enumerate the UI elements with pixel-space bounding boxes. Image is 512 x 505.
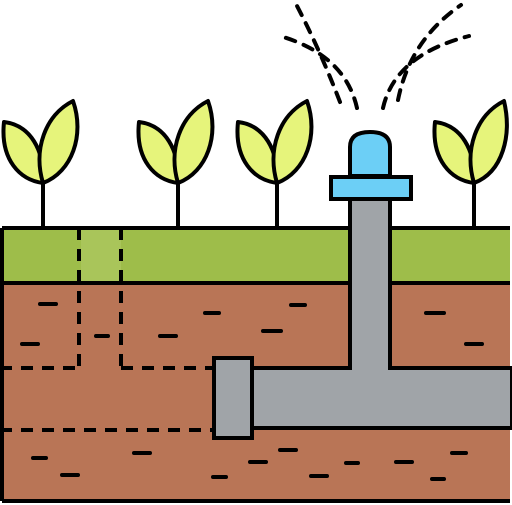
sprinkler-dome (348, 129, 392, 178)
grass-layer (0, 226, 510, 285)
water-spray-icon (278, 2, 471, 110)
trench-window (81, 230, 121, 281)
plant-icon (432, 99, 509, 230)
plant-icon (1, 99, 80, 230)
trench-dashed-lines (0, 228, 215, 432)
pipe-coupling (212, 356, 254, 440)
pipe-riser (348, 196, 392, 372)
soil-specks (20, 302, 484, 481)
sprinkler-icon (329, 129, 413, 201)
pipe-joint-fill (352, 366, 388, 372)
pipe-main (248, 366, 512, 430)
plant-icon (235, 99, 314, 230)
pipe-icon (212, 196, 512, 440)
sprinkler-base (329, 175, 413, 201)
plants (1, 99, 509, 230)
plant-icon (136, 99, 215, 230)
